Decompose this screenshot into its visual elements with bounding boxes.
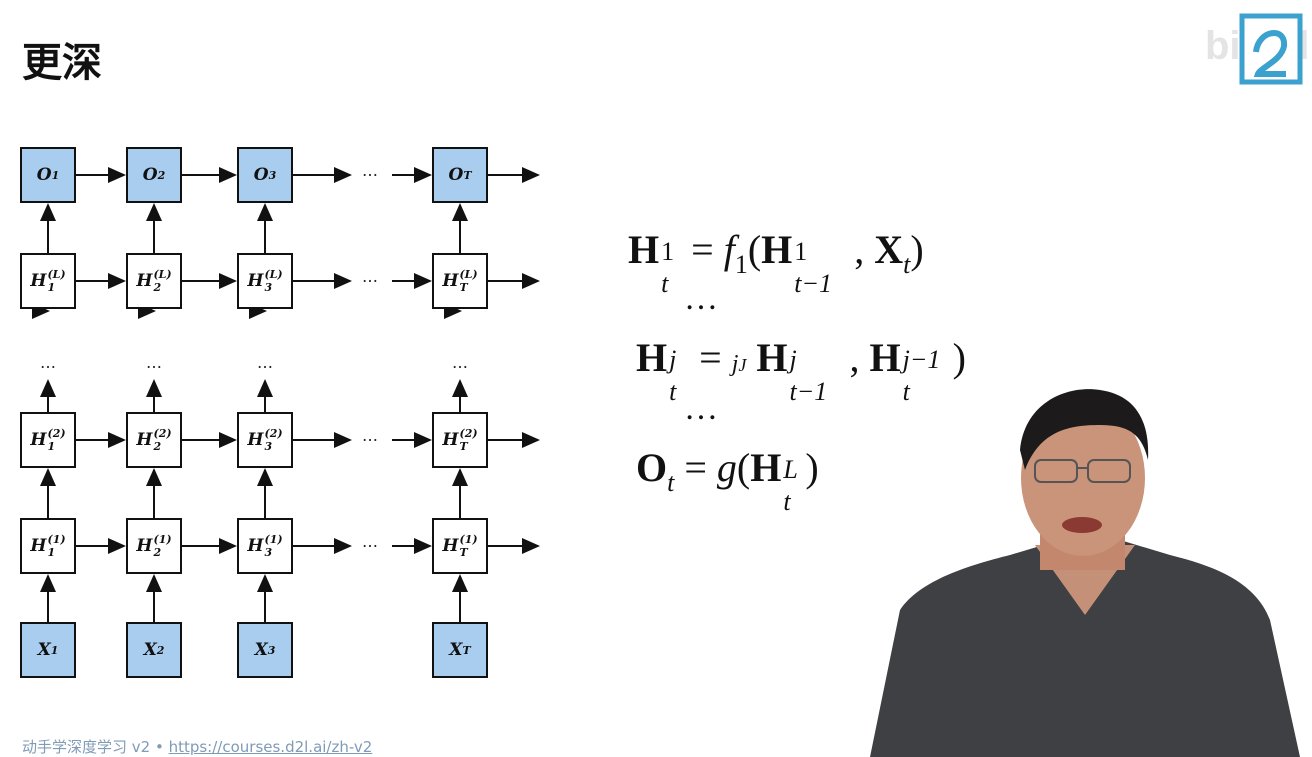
horizontal-ellipsis: …: [362, 161, 378, 180]
presenter-video: [870, 389, 1300, 757]
hidden-node-layer-L: H(L)2: [126, 253, 182, 309]
horizontal-ellipsis: …: [362, 267, 378, 286]
course-url-link[interactable]: https://courses.d2l.ai/zh-v2: [168, 738, 373, 756]
slide-title: 更深: [22, 40, 102, 86]
course-name: 动手学深度学习 v2 •: [22, 738, 169, 756]
hidden-node-layer-L: H(L)3: [237, 253, 293, 309]
hidden-node-layer-1: H(1)T: [432, 518, 488, 574]
hidden-node-layer-1: H(1)3: [237, 518, 293, 574]
hidden-node-layer-1: H(1)1: [20, 518, 76, 574]
hidden-node-layer-2: H(2)2: [126, 412, 182, 468]
formula-dots-2: …: [684, 390, 718, 427]
hidden-node-layer-L: H(L)1: [20, 253, 76, 309]
vertical-ellipsis: …: [452, 353, 468, 372]
formula-dots-1: …: [684, 280, 718, 317]
vertical-ellipsis: …: [146, 353, 162, 372]
vertical-ellipsis: …: [40, 353, 56, 372]
hidden-node-layer-2: H(2)3: [237, 412, 293, 468]
hidden-node-layer-2: H(2)1: [20, 412, 76, 468]
vertical-ellipsis: …: [257, 353, 273, 372]
hidden-node-layer-1: H(1)2: [126, 518, 182, 574]
hidden-node-layer-L: H(L)T: [432, 253, 488, 309]
d2l-logo-icon: [1239, 13, 1303, 85]
footer-course-link: 动手学深度学习 v2 • https://courses.d2l.ai/zh-v…: [22, 736, 372, 757]
hidden-node-layer-2: H(2)T: [432, 412, 488, 468]
horizontal-ellipsis: …: [362, 532, 378, 551]
horizontal-ellipsis: …: [362, 426, 378, 445]
